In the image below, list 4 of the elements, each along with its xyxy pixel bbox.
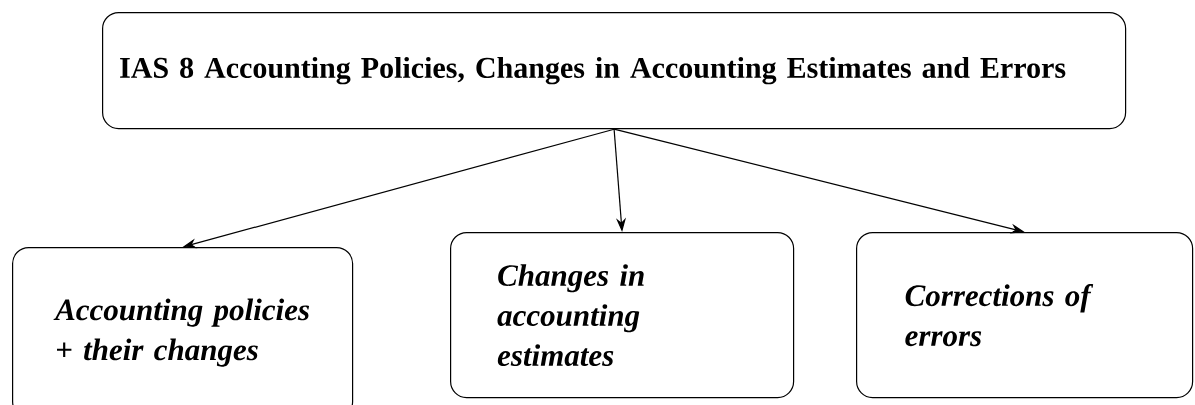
topic-box: Accounting policies + their changes <box>12 247 354 405</box>
topic-box: Changes in accounting estimates <box>450 232 795 399</box>
topic-box: Corrections of errors <box>856 232 1194 399</box>
title-box: IAS 8 Accounting Policies, Changes in Accounting Estimates and Errors <box>102 12 1127 130</box>
